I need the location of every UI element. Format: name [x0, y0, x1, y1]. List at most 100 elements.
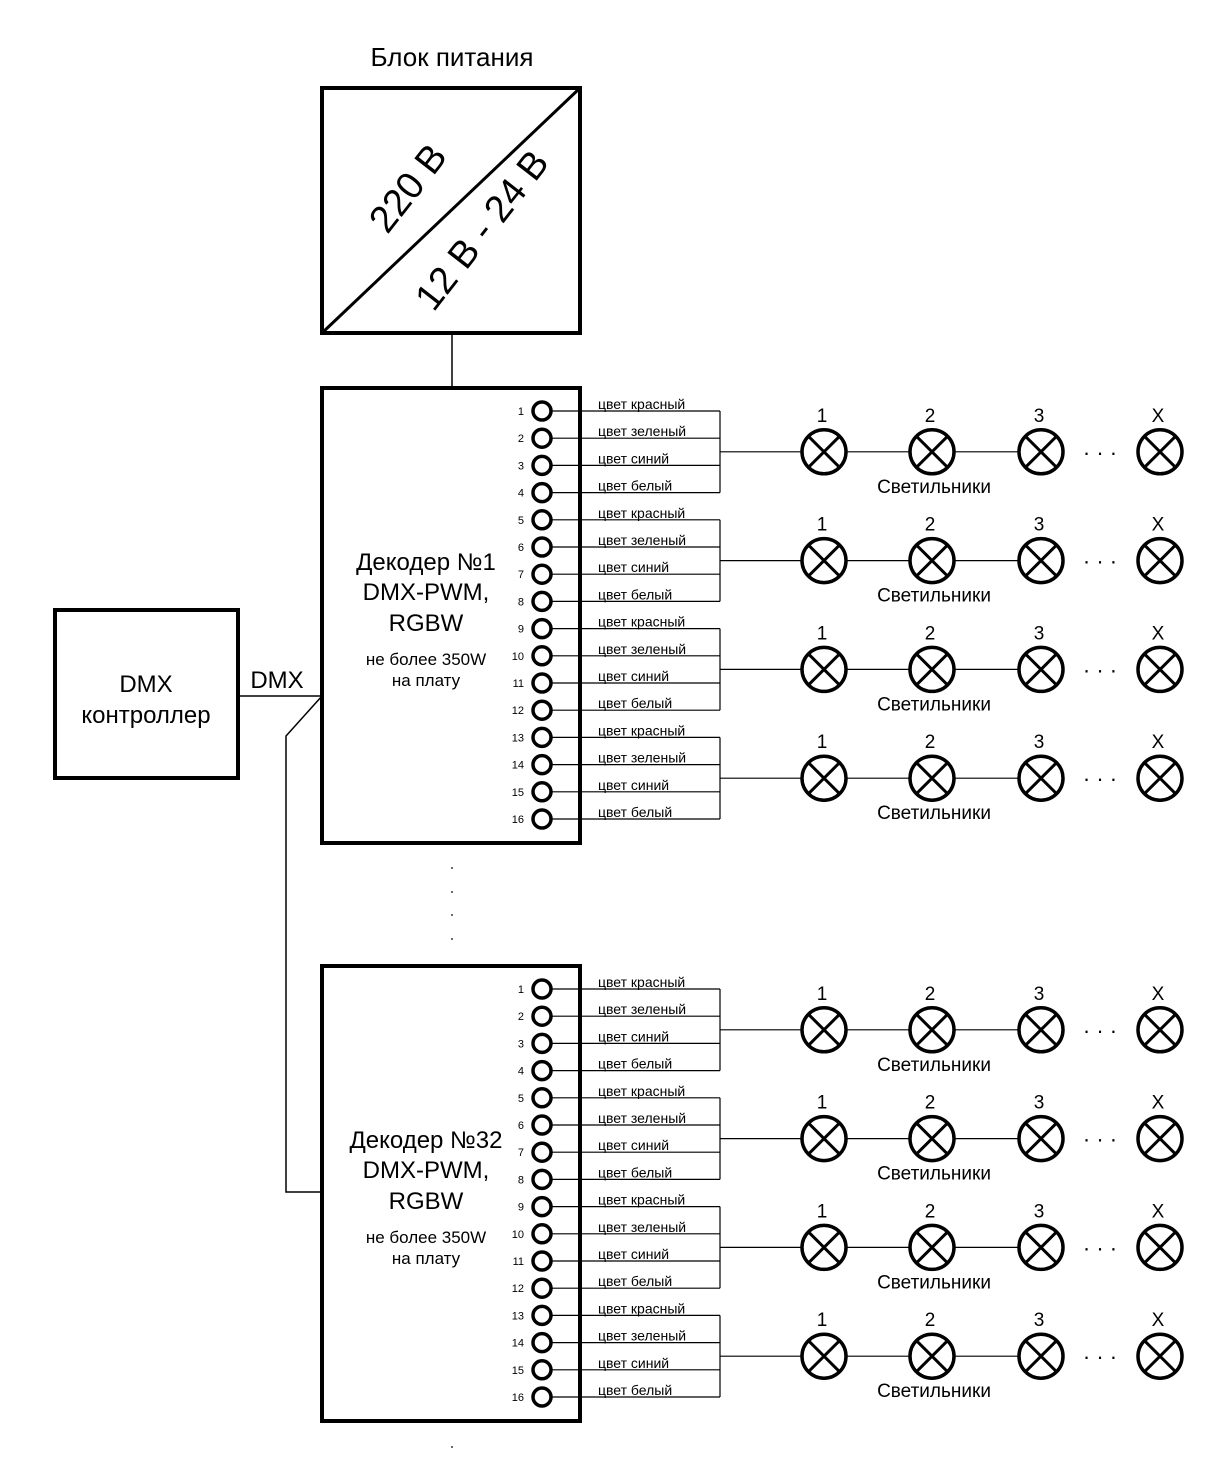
- channel-color-label: цвет белый: [598, 1164, 672, 1180]
- lamp-number: 2: [925, 1093, 936, 1114]
- lamp-number: 1: [817, 732, 828, 753]
- terminal-connector: [531, 427, 553, 449]
- decoder-type: DMX-PWM,: [363, 1157, 490, 1184]
- channel-color-label: цвет зеленый: [598, 1001, 686, 1017]
- lamp-number: X: [1152, 1201, 1165, 1222]
- terminal-number: 10: [512, 651, 524, 663]
- terminal-connector: [531, 509, 553, 531]
- channel-color-label: цвет красный: [598, 614, 685, 630]
- decoder-mode: RGBW: [389, 610, 464, 637]
- lamp-cross-icon: [1025, 1123, 1057, 1155]
- fixtures-label: Светильники: [877, 1381, 991, 1402]
- lamp-cross-icon: [1025, 1014, 1057, 1046]
- terminal-connector: [531, 1386, 553, 1408]
- channel-color-label: цвет белый: [598, 804, 672, 820]
- dmx-bus-branch: [285, 695, 323, 1193]
- lamp-cross-icon: [1144, 436, 1176, 468]
- terminal-number: 2: [518, 433, 524, 445]
- terminal-number: 9: [518, 1202, 524, 1214]
- continuation-dot: [451, 914, 453, 916]
- terminal-connector: [531, 1032, 553, 1055]
- channel-color-label: цвет белый: [598, 1382, 672, 1398]
- lamp-cross-icon: [808, 1340, 840, 1372]
- lamp-cross-icon: [1144, 1231, 1176, 1263]
- lamp-cross-icon: [808, 1014, 840, 1046]
- channel-color-label: цвет белый: [598, 695, 672, 711]
- lamp-number: X: [1152, 1093, 1165, 1114]
- terminal-number: 12: [512, 705, 524, 717]
- lamp-number: 3: [1034, 406, 1045, 427]
- terminal-connector: [531, 726, 553, 749]
- decoder-box: [320, 386, 582, 845]
- lamp-number: X: [1152, 406, 1165, 427]
- terminal-number: 9: [518, 624, 524, 636]
- decoder-name: Декодер №1: [356, 549, 496, 576]
- channel-color-label: цвет синий: [598, 1355, 669, 1371]
- fixtures-label: Светильники: [877, 1164, 991, 1185]
- terminal-connector: [531, 1250, 553, 1272]
- channel-color-label: цвет синий: [598, 777, 669, 793]
- continuation-dot: [451, 938, 453, 940]
- lamp-number: 2: [925, 1201, 936, 1222]
- terminal-number: 2: [518, 1011, 524, 1023]
- terminal-connector: [531, 1304, 553, 1327]
- lamp-number: 1: [817, 515, 828, 536]
- terminal-connector: [531, 672, 553, 694]
- lamp-continuation: · · ·: [1083, 657, 1117, 682]
- lamp-cross-icon: [916, 762, 948, 794]
- lamp-number: 3: [1034, 732, 1045, 753]
- terminal-number: 3: [518, 1038, 524, 1050]
- terminal-connector: [531, 1059, 553, 1082]
- terminal-number: 16: [512, 1392, 524, 1404]
- lamp-cross-icon: [1025, 545, 1057, 577]
- terminal-number: 4: [518, 488, 524, 500]
- lamp-number: 2: [925, 984, 936, 1005]
- terminal-connector: [531, 1114, 553, 1136]
- continuation-dot: [451, 867, 453, 869]
- terminal-connector: [531, 1223, 553, 1245]
- channel-color-label: цвет синий: [598, 1137, 669, 1153]
- lamp-number: X: [1152, 623, 1165, 644]
- channel-color-label: цвет красный: [598, 1083, 685, 1099]
- lamp-cross-icon: [916, 1340, 948, 1372]
- decoder-limit: не более 350W: [366, 1228, 486, 1247]
- terminal-connector: [531, 481, 553, 504]
- decoders: Декодер №1 DMX-PWM, RGBW не более 350W на пл…: [320, 386, 1184, 1423]
- channel-color-label: цвет красный: [598, 1192, 685, 1208]
- fixtures-label: Светильники: [877, 477, 991, 498]
- terminal-connector: [531, 645, 553, 667]
- terminal-number: 4: [518, 1066, 524, 1078]
- terminal-connector: [531, 400, 553, 422]
- lamp-cross-icon: [808, 436, 840, 468]
- lamp-number: 2: [925, 515, 936, 536]
- lamp-continuation: · · ·: [1083, 1127, 1117, 1152]
- decoder-box: [320, 964, 582, 1423]
- terminal-connector: [531, 590, 553, 613]
- channel-color-label: цвет красный: [598, 974, 685, 990]
- decoder-limit-board: на плату: [392, 671, 461, 690]
- lamp-number: X: [1152, 984, 1165, 1005]
- terminal-number: 13: [512, 1310, 524, 1322]
- continuation-dot: [451, 1446, 453, 1448]
- lamp-number: 3: [1034, 515, 1045, 536]
- terminal-number: 5: [518, 515, 524, 527]
- lamp-number: 1: [817, 1310, 828, 1331]
- channel-color-label: цвет зеленый: [598, 423, 686, 439]
- power-supply-box: [320, 86, 582, 335]
- lamp-continuation: · · ·: [1083, 1235, 1117, 1260]
- lamp-number: 2: [925, 623, 936, 644]
- decoder-name: Декодер №32: [350, 1127, 503, 1154]
- lamp-continuation: · · ·: [1083, 440, 1117, 465]
- dmx-controller-line1: DMX: [119, 671, 172, 698]
- decoder-mode: RGBW: [389, 1188, 464, 1215]
- channel-color-label: цвет синий: [598, 450, 669, 466]
- lamp-number: 1: [817, 406, 828, 427]
- channel-color-label: цвет красный: [598, 396, 685, 412]
- continuation-dots: [451, 867, 453, 1448]
- power-supply-input-voltage: 220 В: [361, 137, 455, 241]
- channel-color-label: цвет красный: [598, 505, 685, 521]
